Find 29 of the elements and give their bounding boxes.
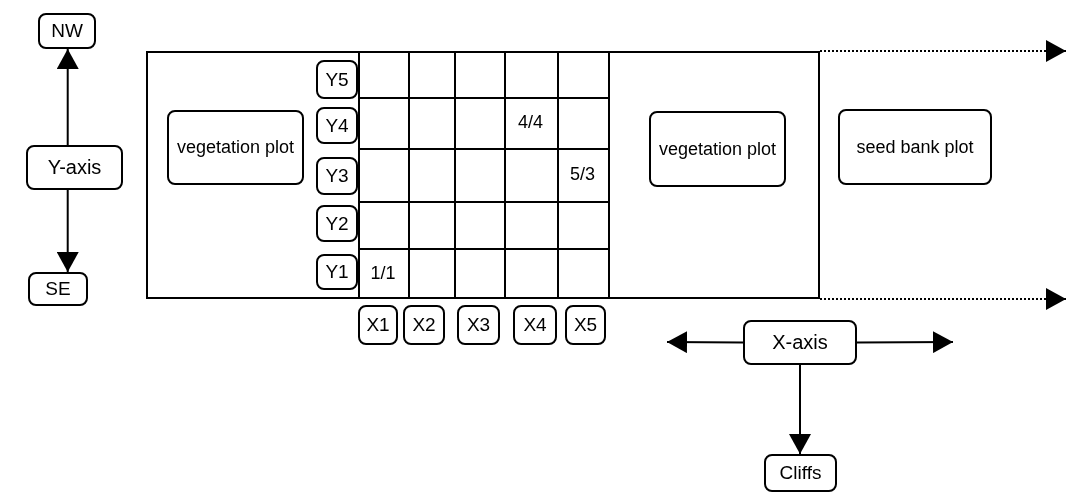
row-label-box: Y3	[316, 157, 358, 195]
dotted-arrow	[819, 40, 1067, 62]
axis-box: Y-axis	[26, 145, 123, 190]
arrow	[856, 331, 954, 354]
direction-box: SE	[28, 272, 88, 306]
column-label-box: X1	[358, 305, 398, 345]
column-label-box: X4	[513, 305, 557, 345]
arrow	[56, 48, 79, 146]
cell-value: 4/4	[518, 111, 543, 134]
plot-box: seed bank plot	[838, 109, 992, 185]
plot-outline	[146, 51, 820, 299]
column-label-box: X2	[403, 305, 445, 345]
axis-box: X-axis	[743, 320, 857, 365]
row-label-box: Y1	[316, 254, 358, 290]
row-label-box: Y5	[316, 60, 358, 99]
row-label-box: Y4	[316, 107, 358, 144]
plot-box: vegetation plot	[649, 111, 786, 187]
dotted-arrow	[819, 288, 1067, 310]
row-label-box: Y2	[316, 205, 358, 242]
arrow	[56, 189, 79, 273]
arrow	[666, 331, 744, 354]
column-label-box: X5	[565, 305, 606, 345]
cell-value: 1/1	[370, 261, 396, 285]
column-label-box: X3	[457, 305, 500, 345]
plot-box: vegetation plot	[167, 110, 304, 185]
arrow	[789, 364, 811, 455]
direction-box: NW	[38, 13, 96, 49]
cell-value: 5/3	[570, 163, 595, 186]
direction-box: Cliffs	[764, 454, 837, 492]
